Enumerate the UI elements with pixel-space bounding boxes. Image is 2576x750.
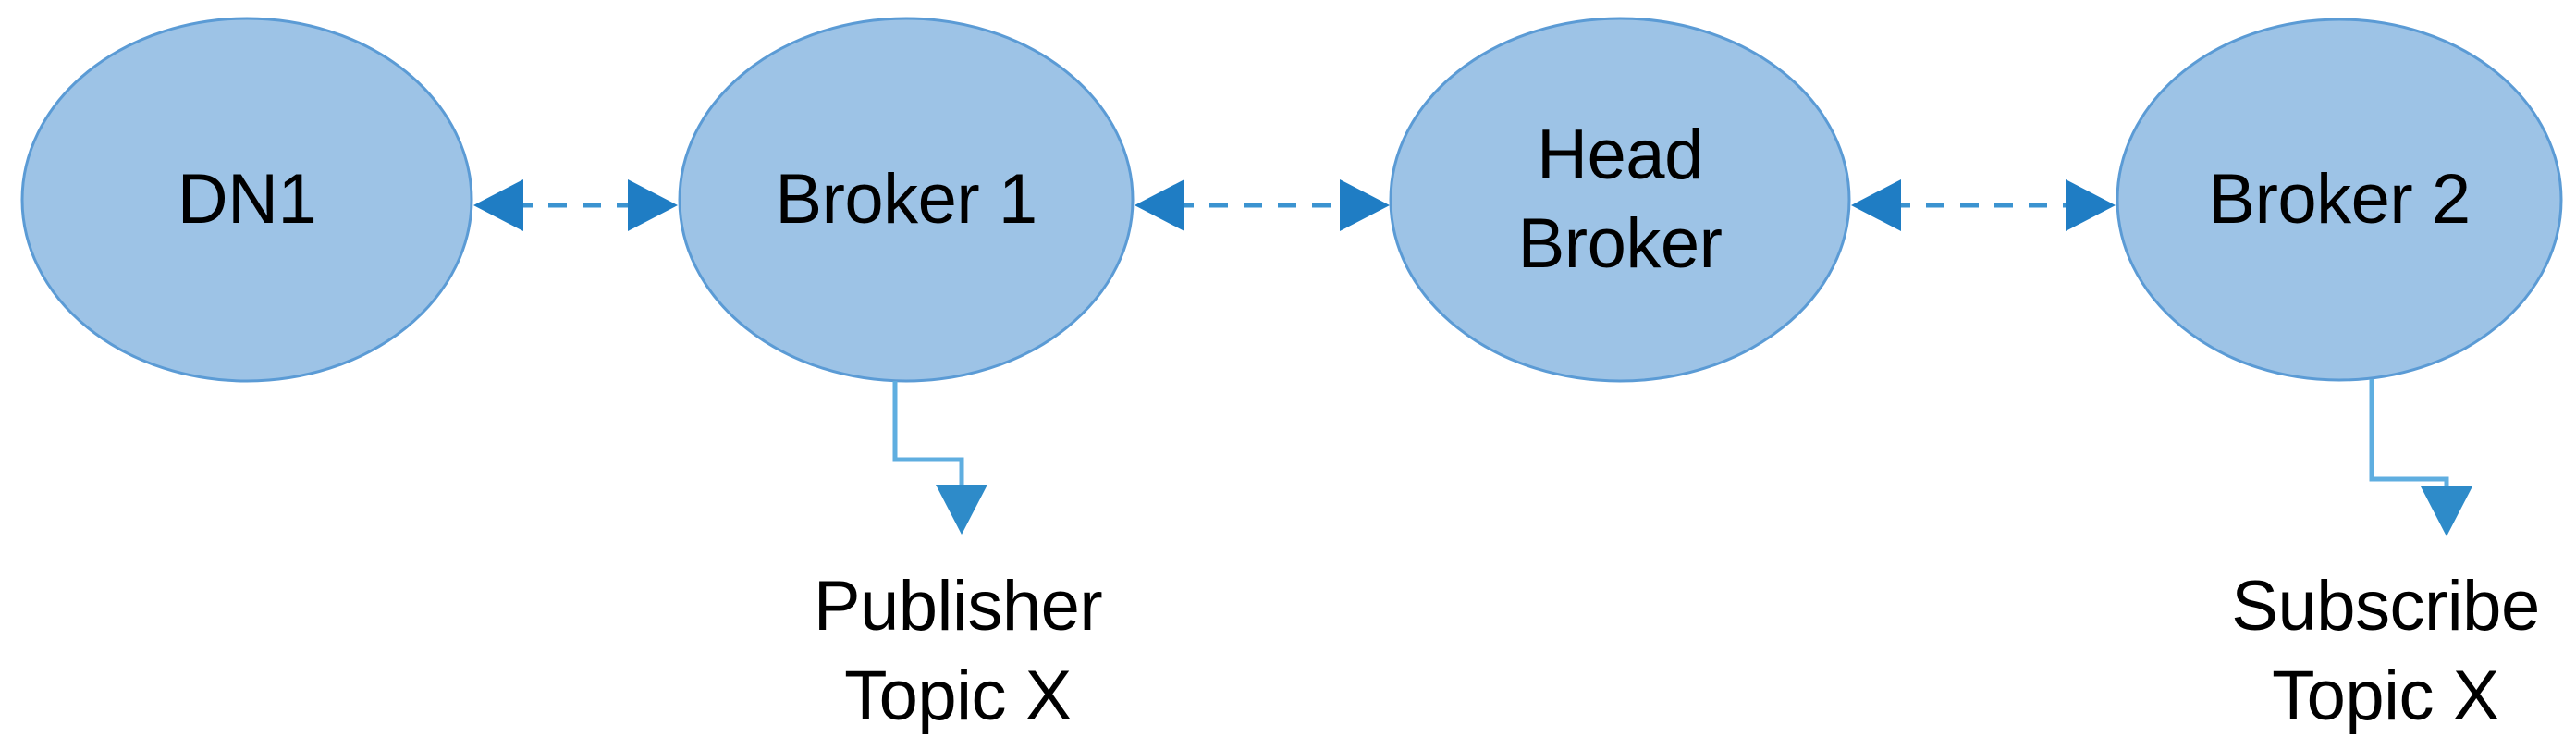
callout-publisher[interactable] [892, 381, 987, 535]
arrowhead-down-icon [2421, 486, 2472, 536]
connector-dn1-broker1[interactable] [473, 179, 678, 231]
connector-head-broker-broker2[interactable] [1851, 179, 2116, 231]
callout-subscribe[interactable] [2369, 379, 2472, 536]
node-ellipse-broker2[interactable] [2116, 18, 2563, 382]
callout-label-line: Topic X [844, 656, 1072, 735]
node-ellipse-broker1[interactable] [678, 17, 1135, 383]
callout-label-publisher: Publisher Topic X [681, 562, 1235, 741]
callout-elbow-line [892, 381, 964, 507]
arrowhead-left-icon [473, 179, 523, 231]
callout-label-line: Publisher [813, 567, 1103, 645]
arrowhead-right-icon [1340, 179, 1390, 231]
arrowhead-right-icon [628, 179, 678, 231]
node-ellipse-head-broker[interactable] [1389, 17, 1851, 383]
callout-label-subscribe: Subscribe Topic X [2108, 562, 2576, 741]
callout-label-line: Subscribe [2231, 567, 2540, 645]
node-ellipse-dn1[interactable] [20, 17, 473, 383]
callout-label-line: Topic X [2272, 656, 2499, 735]
arrowhead-right-icon [2066, 179, 2116, 231]
arrowhead-left-icon [1135, 179, 1184, 231]
arrowhead-left-icon [1851, 179, 1901, 231]
arrowhead-down-icon [936, 485, 987, 535]
connector-broker1-head-broker[interactable] [1135, 179, 1390, 231]
